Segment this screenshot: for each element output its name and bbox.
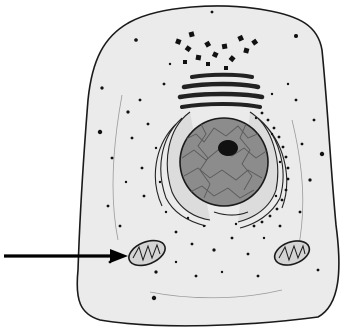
nucleolus [218,140,238,156]
nucleus [180,118,268,206]
